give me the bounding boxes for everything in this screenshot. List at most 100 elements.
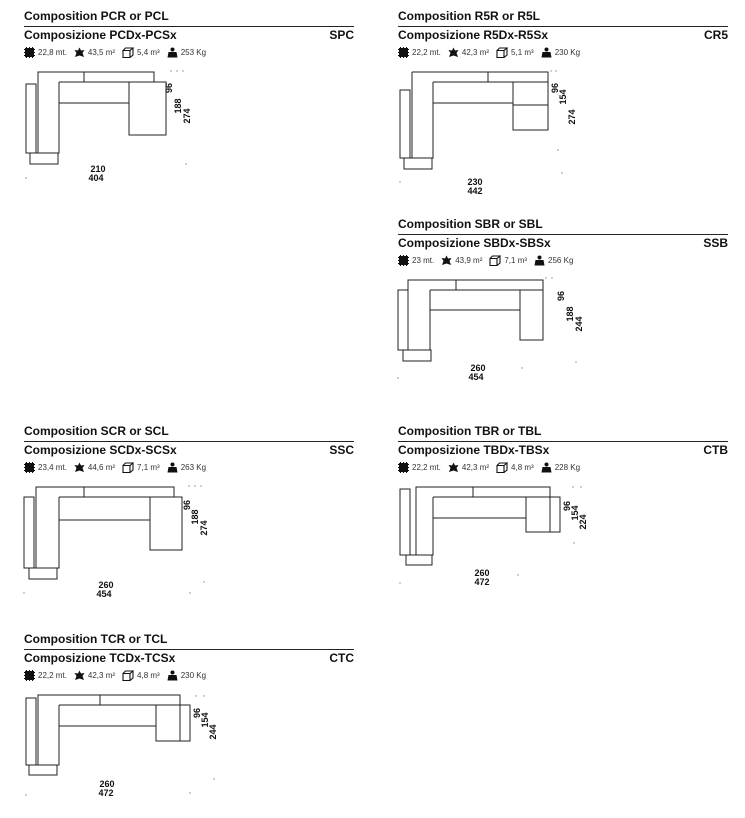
- divider: [24, 441, 354, 442]
- dim-width-inner: 210: [90, 164, 105, 174]
- dim-depth: 96: [192, 708, 202, 718]
- dim-width-inner: 230: [467, 177, 482, 187]
- fabric-value: 23,4 mt.: [38, 462, 67, 472]
- dim-width-inner: 260: [99, 779, 114, 789]
- divider: [398, 441, 728, 442]
- dim-side: 274: [182, 108, 192, 123]
- volume-value: 4,8 m³: [137, 670, 160, 680]
- fabric-swatch-icon: [24, 669, 35, 681]
- leather-hide-icon: [441, 255, 452, 265]
- fabric-swatch-icon: [398, 46, 409, 58]
- volume-value: 5,1 m³: [511, 47, 534, 57]
- leather-value: 43,5 m²: [87, 47, 116, 57]
- weight-value: 256 Kg: [548, 255, 574, 265]
- dim-side: 244: [208, 724, 218, 739]
- fabric-value: 22,8 mt.: [38, 47, 67, 57]
- dim-mid: 154: [570, 505, 580, 520]
- specs-row: 23,4 mt. 44,6 m² 7,1 m³ 263 Kg: [24, 459, 354, 475]
- sofa-plan-drawing: 96 188 274 210 404: [25, 70, 192, 183]
- leather-hide-icon: [448, 462, 459, 472]
- dim-width-total: 454: [468, 372, 483, 382]
- dim-mid: 188: [190, 509, 200, 524]
- composition-block: Composition R5R or R5L Composizione R5Dx…: [398, 8, 728, 196]
- weight-value: 230 Kg: [554, 47, 581, 57]
- package-box-icon: [122, 46, 135, 58]
- specs-row: 23 mt. 43,9 m² 7,1 m³ 256 Kg: [398, 252, 728, 268]
- composition-block: Composition SBR or SBL Composizione SBDx…: [397, 216, 728, 382]
- specs-row: 22,2 mt. 42,3 m² 4,8 m³ 230 Kg: [24, 667, 354, 683]
- dim-mid: 154: [200, 712, 210, 727]
- fabric-swatch-icon: [398, 254, 409, 266]
- sofa-plan-drawing: 96 154 244 260 472: [25, 694, 218, 798]
- weight-icon: [167, 670, 178, 680]
- dim-depth: 96: [164, 83, 174, 93]
- leather-value: 42,3 m²: [461, 462, 490, 472]
- package-box-icon: [122, 669, 135, 681]
- composition-title-it: Composizione SBDx-SBSx: [398, 236, 551, 250]
- sofa-plan-drawing: 96 154 274 230 442: [399, 70, 577, 196]
- fabric-swatch-icon: [398, 461, 409, 473]
- sofa-plan-drawing: 96 188 244 260 454: [397, 277, 584, 382]
- leather-value: 43,9 m²: [455, 255, 483, 265]
- leather-value: 42,3 m²: [461, 47, 490, 57]
- dim-side: 224: [578, 514, 588, 529]
- volume-value: 4,8 m³: [511, 462, 534, 472]
- composition-block: Composition PCR or PCL Composizione PCDx…: [24, 8, 354, 183]
- sofa-plan: 96 188 244 260 454: [397, 268, 598, 403]
- composition-title-en: Composition TCR or TCL: [24, 632, 168, 646]
- leather-hide-icon: [74, 670, 85, 680]
- dim-width-total: 472: [98, 788, 113, 798]
- composition-title-it: Composizione R5Dx-R5Sx: [398, 28, 549, 42]
- weight-icon: [167, 47, 178, 57]
- composition-title-en: Composition SCR or SCL: [24, 424, 169, 438]
- dim-width-inner: 260: [98, 580, 113, 590]
- weight-icon: [534, 255, 545, 265]
- sofa-plan: 96 188 274 210 404: [24, 60, 224, 195]
- leather-value: 42,3 m²: [87, 670, 116, 680]
- dim-side: 244: [574, 316, 584, 331]
- composition-code: CTB: [703, 443, 728, 457]
- composition-code: SSB: [703, 236, 728, 250]
- composition-title-it: Composizione SCDx-SCSx: [24, 443, 177, 457]
- dim-side: 274: [567, 109, 577, 124]
- fabric-value: 23 mt.: [412, 255, 435, 265]
- fabric-swatch-icon: [24, 46, 35, 58]
- weight-value: 253 Kg: [180, 47, 207, 57]
- divider: [24, 649, 354, 650]
- dim-depth: 96: [550, 83, 560, 93]
- composition-code: CR5: [703, 28, 728, 42]
- specs-row: 22,8 mt. 43,5 m² 5,4 m³ 253 Kg: [24, 44, 354, 60]
- volume-value: 5,4 m³: [137, 47, 160, 57]
- composition-title-en: Composition PCR or PCL: [24, 9, 169, 23]
- leather-hide-icon: [74, 47, 85, 57]
- sofa-plan-drawing: 96 154 224 260 472: [399, 486, 588, 587]
- package-box-icon: [496, 46, 509, 58]
- composition-code: SSC: [329, 443, 354, 457]
- volume-value: 7,1 m³: [137, 462, 160, 472]
- weight-icon: [167, 462, 178, 472]
- dim-width-inner: 260: [470, 363, 485, 373]
- dim-width-total: 442: [467, 186, 482, 196]
- dim-mid: 188: [173, 98, 183, 113]
- leather-hide-icon: [74, 462, 85, 472]
- specs-row: 22,2 mt. 42,3 m² 4,8 m³ 228 Kg: [398, 459, 728, 475]
- divider: [398, 26, 728, 27]
- leather-hide-icon: [448, 47, 459, 57]
- dim-width-total: 454: [96, 589, 111, 599]
- specs-row: 22,2 mt. 42,3 m² 5,1 m³ 230 Kg: [398, 44, 728, 60]
- composition-code: SPC: [329, 28, 354, 42]
- composition-title-it: Composizione TBDx-TBSx: [398, 443, 550, 457]
- weight-value: 228 Kg: [554, 462, 581, 472]
- dim-width-total: 404: [88, 173, 103, 183]
- fabric-value: 22,2 mt.: [412, 462, 441, 472]
- divider: [24, 26, 354, 27]
- sofa-plan: 96 154 224 260 472: [398, 475, 598, 610]
- package-box-icon: [496, 461, 509, 473]
- sofa-plan-drawing: 96 188 274 260 454: [23, 485, 209, 599]
- dim-width-total: 472: [474, 577, 489, 587]
- weight-icon: [541, 47, 552, 57]
- volume-value: 7,1 m³: [504, 255, 528, 265]
- fabric-value: 22,2 mt.: [38, 670, 67, 680]
- package-box-icon: [489, 254, 502, 266]
- composition-block: Composition TBR or TBL Composizione TBDx…: [398, 423, 728, 587]
